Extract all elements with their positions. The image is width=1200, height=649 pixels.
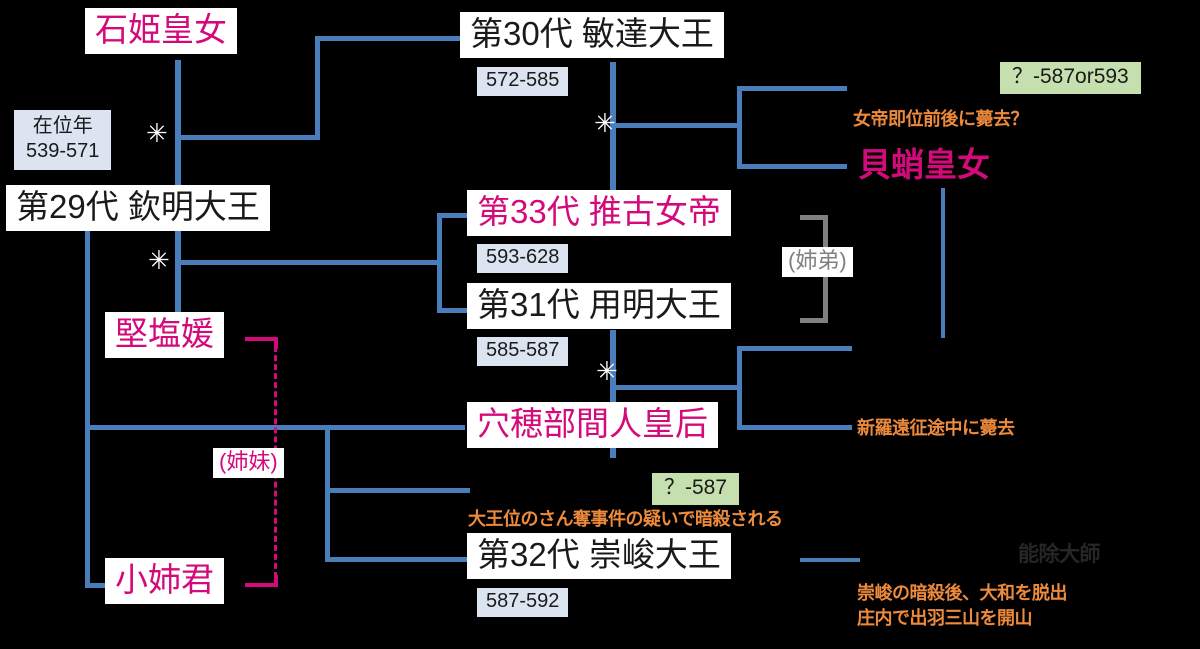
line-into-anahobe: [325, 425, 465, 430]
node-kinmei[interactable]: 第29代 欽明大王: [6, 185, 270, 231]
line-bidatsu-riser: [315, 36, 320, 140]
badge-sushun-reign: 587-592: [477, 588, 569, 617]
line-pink-sister-top: [245, 337, 277, 341]
node-suiko[interactable]: 第33代 推古女帝: [467, 190, 731, 236]
line-pink-sister-bottom: [245, 583, 277, 587]
line-bidatsu-children-bracket: [737, 86, 742, 166]
marriage-marker-kinmei-ishihime: ✳: [146, 118, 168, 148]
badge-kaitako-lifespan: ？-587or593: [1000, 62, 1141, 95]
note-nojo-daishi-title: 能除大師: [1018, 543, 1101, 566]
line-kinmei-vertical-lower: [175, 228, 181, 338]
node-ishihime[interactable]: 石姫皇女: [85, 8, 237, 54]
note-sushun-assassination: 大王位のさん奪事件の疑いで暗殺される: [468, 509, 783, 529]
marriage-marker-yomei: ✳: [596, 356, 618, 386]
note-nojo-line1: 崇峻の暗殺後、大和を脱出: [857, 583, 1068, 603]
line-bidatsu-child-kaitako: [737, 164, 847, 169]
line-sibling-bracket-top: [800, 215, 828, 220]
line-sushun-right-tail: [800, 558, 860, 562]
note-nojo-line2: 庄内で出羽三山を開山: [857, 608, 1033, 628]
line-pink-sister-bottom-cap: [274, 575, 278, 587]
line-ishihime-vertical: [175, 60, 181, 140]
node-oanekimi[interactable]: 小姉君: [105, 558, 224, 604]
line-oanekimi-mid-spur: [325, 488, 470, 493]
line-kinmei-vertical-upper: [175, 135, 181, 185]
node-bidatsu[interactable]: 第30代 敏達大王: [460, 12, 724, 58]
badge-kinmei-reign-label: 在位年: [32, 115, 93, 137]
badge-kinmei-reign-years: 539-571: [26, 140, 100, 162]
node-yomei[interactable]: 第31代 用明大王: [467, 283, 731, 329]
line-yomei-children-bracket: [737, 346, 742, 430]
line-bidatsu-child-upper: [737, 86, 847, 91]
line-yomei-vertical: [610, 330, 616, 458]
line-to-oanekimi: [85, 583, 110, 588]
line-yomei-marriage-h: [610, 385, 740, 390]
node-kaitako[interactable]: 貝蛸皇女: [858, 146, 990, 183]
line-kaitako-descender: [941, 188, 945, 338]
marriage-marker-kinmei-kitashihime: ✳: [148, 245, 170, 275]
badge-sushun-lifespan: ？-587: [652, 473, 740, 506]
marriage-marker-bidatsu: ✳: [594, 108, 616, 138]
line-into-yomei: [437, 308, 472, 313]
node-sushun[interactable]: 第32代 崇峻大王: [467, 533, 731, 579]
note-anahobe-death: 新羅遠征途中に薨去: [857, 418, 1015, 438]
line-to-kitashihime: [85, 425, 325, 430]
badge-kinmei-reign: 在位年 539-571: [14, 110, 112, 170]
line-kinmei-left-spur-vertical: [85, 228, 90, 583]
line-into-bidatsu: [315, 36, 460, 41]
node-anahobe-hashihito[interactable]: 穴穂部間人皇后: [467, 402, 718, 448]
line-marriage2-horizontal: [175, 260, 440, 265]
line-into-suiko: [437, 213, 472, 218]
badge-bidatsu-reign: 572-585: [477, 67, 569, 96]
line-into-sushun: [325, 557, 470, 562]
badge-suiko-reign: 593-628: [477, 244, 569, 273]
line-suiko-yomei-bracket: [437, 213, 442, 313]
line-yomei-child-lower: [737, 425, 852, 430]
label-sibling-kitashihime-oanekimi: (姉妹): [213, 448, 284, 478]
badge-yomei-reign: 585-587: [477, 337, 569, 366]
line-bidatsu-marriage-h: [610, 123, 740, 128]
line-sibling-bracket-bottom: [800, 318, 828, 323]
line-marriage1-to-bidatsu: [175, 135, 320, 140]
label-sibling-suiko-yomei: (姉弟): [782, 247, 853, 277]
line-yomei-child-upper: [737, 346, 852, 351]
node-kitashihime[interactable]: 堅塩媛: [105, 312, 224, 358]
note-kaitako-death: 女帝即位前後に薨去？: [853, 109, 1029, 129]
line-pink-sister-top-cap: [274, 337, 278, 349]
